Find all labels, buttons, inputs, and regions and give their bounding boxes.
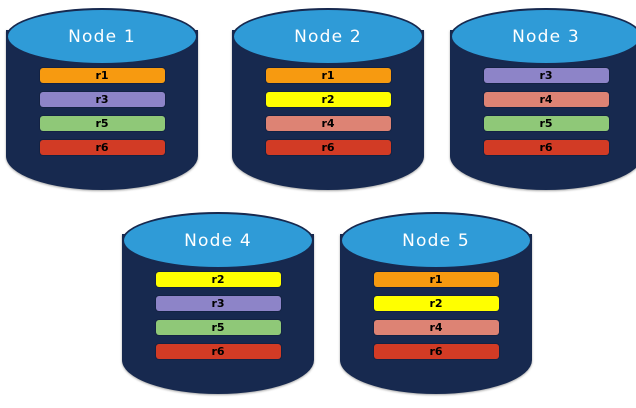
replica-bar[interactable]: r6 (265, 140, 391, 155)
replica-bar[interactable]: r5 (483, 116, 609, 131)
database-node-3[interactable]: Node 3 r3 r4 r5 r6 (450, 8, 636, 196)
node-label: Node 4 (184, 230, 252, 251)
replica-bar[interactable]: r2 (265, 92, 391, 107)
replica-bar[interactable]: r4 (483, 92, 609, 107)
cylinder-top-ellipse (6, 8, 198, 65)
node-label: Node 1 (68, 26, 136, 47)
replica-bar[interactable]: r3 (483, 68, 609, 83)
database-node-5[interactable]: Node 5 r1 r2 r4 r6 (340, 212, 532, 400)
cylinder-top-ellipse (450, 8, 636, 65)
replica-list: r1 r3 r5 r6 (6, 68, 198, 155)
replica-list: r2 r3 r5 r6 (122, 272, 314, 359)
replica-bar[interactable]: r3 (39, 92, 165, 107)
replica-bar[interactable]: r1 (265, 68, 391, 83)
replica-bar[interactable]: r1 (39, 68, 165, 83)
replica-bar[interactable]: r2 (155, 272, 281, 287)
database-node-4[interactable]: Node 4 r2 r3 r5 r6 (122, 212, 314, 400)
cylinder-top-ellipse (122, 212, 314, 269)
node-label: Node 5 (402, 230, 470, 251)
replica-bar[interactable]: r3 (155, 296, 281, 311)
replica-list: r3 r4 r5 r6 (450, 68, 636, 155)
node-label: Node 3 (512, 26, 580, 47)
replica-bar[interactable]: r4 (265, 116, 391, 131)
cylinder-top-ellipse (232, 8, 424, 65)
replica-bar[interactable]: r6 (155, 344, 281, 359)
replica-bar[interactable]: r5 (39, 116, 165, 131)
replica-bar[interactable]: r5 (155, 320, 281, 335)
node-label: Node 2 (294, 26, 362, 47)
replica-bar[interactable]: r2 (373, 296, 499, 311)
replica-bar[interactable]: r6 (483, 140, 609, 155)
replica-bar[interactable]: r6 (373, 344, 499, 359)
replica-list: r1 r2 r4 r6 (232, 68, 424, 155)
replica-list: r1 r2 r4 r6 (340, 272, 532, 359)
replica-bar[interactable]: r1 (373, 272, 499, 287)
cylinder-top-ellipse (340, 212, 532, 269)
replica-bar[interactable]: r4 (373, 320, 499, 335)
database-node-1[interactable]: Node 1 r1 r3 r5 r6 (6, 8, 198, 196)
replica-bar[interactable]: r6 (39, 140, 165, 155)
database-node-2[interactable]: Node 2 r1 r2 r4 r6 (232, 8, 424, 196)
